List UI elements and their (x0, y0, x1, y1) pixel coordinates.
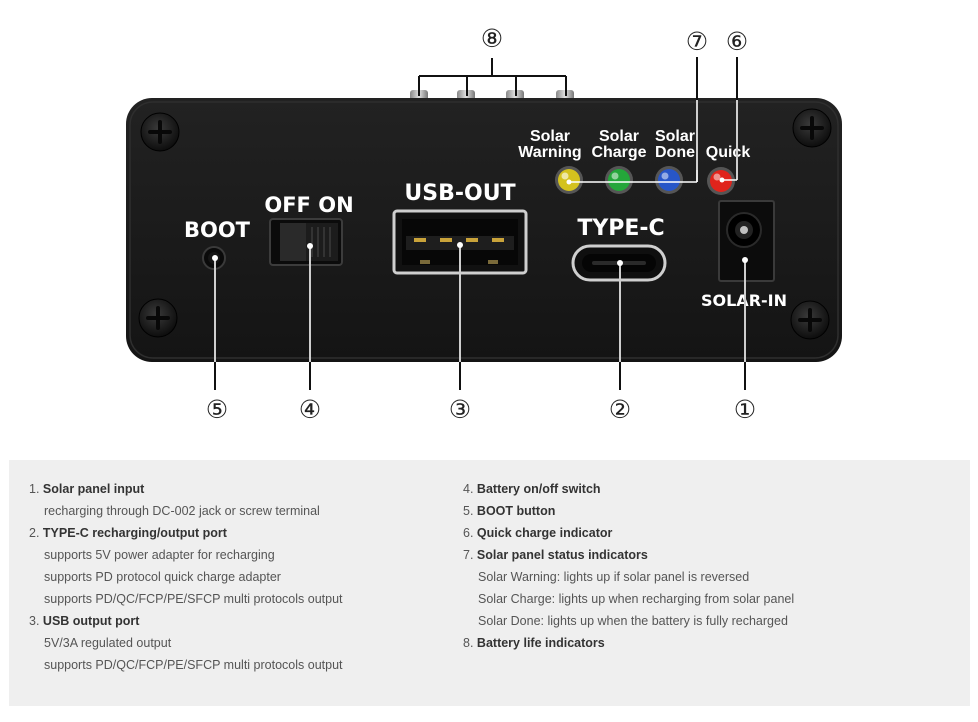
legend-detail: supports PD/QC/FCP/PE/SFCP multi protoco… (44, 592, 343, 606)
led-label-solar-done-1: Solar (655, 128, 695, 145)
legend-item-4: 4. Battery on/off switch (463, 482, 601, 496)
legend-detail: 5V/3A regulated output (44, 636, 172, 650)
legend-item-5: 5. BOOT button (463, 504, 556, 518)
legend-item-6: 6. Quick charge indicator (463, 526, 613, 540)
led-label-solar-warning-2: Warning (518, 144, 581, 161)
led-label-quick: Quick (706, 144, 751, 161)
legend-detail: Solar Warning: lights up if solar panel … (478, 570, 750, 584)
usb-out-label: USB-OUT (404, 181, 515, 206)
legend-item-8: 8. Battery life indicators (463, 636, 605, 650)
legend-item-7: 7. Solar panel status indicators (463, 548, 648, 562)
led-label-solar-charge-2: Charge (591, 144, 646, 161)
screw-icon (790, 300, 830, 340)
callout-6: ⑥ (726, 27, 748, 56)
led-solar-charge (605, 166, 633, 194)
legend-item-3: 3. USB output port (29, 614, 140, 628)
legend-detail: supports 5V power adapter for recharging (44, 548, 275, 562)
switch-label: OFF ON (264, 193, 353, 217)
screw-icon (792, 108, 832, 148)
legend-detail: supports PD protocol quick charge adapte… (44, 570, 281, 584)
battery-on-off-switch[interactable] (269, 218, 343, 266)
legend-item-2: 2. TYPE-C recharging/output port (29, 526, 227, 540)
legend-item-1: 1. Solar panel input (29, 482, 145, 496)
led-solar-done (655, 166, 683, 194)
screw-icon (140, 112, 180, 152)
legend-column-right: 4. Battery on/off switch 5. BOOT button … (463, 478, 794, 654)
callout-5: ⑤ (206, 395, 228, 424)
type-c-label: TYPE-C (577, 216, 664, 241)
solar-dc-jack[interactable] (718, 200, 775, 282)
callout-8: ⑧ (481, 24, 503, 53)
led-label-solar-done-2: Done (655, 144, 695, 161)
callout-2: ② (609, 395, 631, 424)
device-diagram: BOOT OFF ON USB-OUT TYPE-C SOLAR-IN Sola… (126, 24, 842, 424)
legend-box: 1. Solar panel input recharging through … (9, 460, 970, 706)
callout-7: ⑦ (686, 27, 708, 56)
legend-detail: Solar Charge: lights up when recharging … (478, 592, 795, 606)
legend-detail: Solar Done: lights up when the battery i… (478, 614, 788, 628)
legend-detail: supports PD/QC/FCP/PE/SFCP multi protoco… (44, 658, 343, 672)
boot-label: BOOT (184, 218, 251, 242)
led-label-solar-charge-1: Solar (599, 128, 639, 145)
led-label-solar-warning-1: Solar (530, 128, 570, 145)
callout-numbers: ⑧ ⑦ ⑥ ⑤ ④ ③ ② ① (206, 24, 756, 424)
callout-1: ① (734, 395, 756, 424)
legend-detail: recharging through DC-002 jack or screw … (44, 504, 320, 518)
legend-column-left: 1. Solar panel input recharging through … (29, 478, 343, 676)
screw-icon (138, 298, 178, 338)
callout-3: ③ (449, 395, 471, 424)
callout-4: ④ (299, 395, 321, 424)
